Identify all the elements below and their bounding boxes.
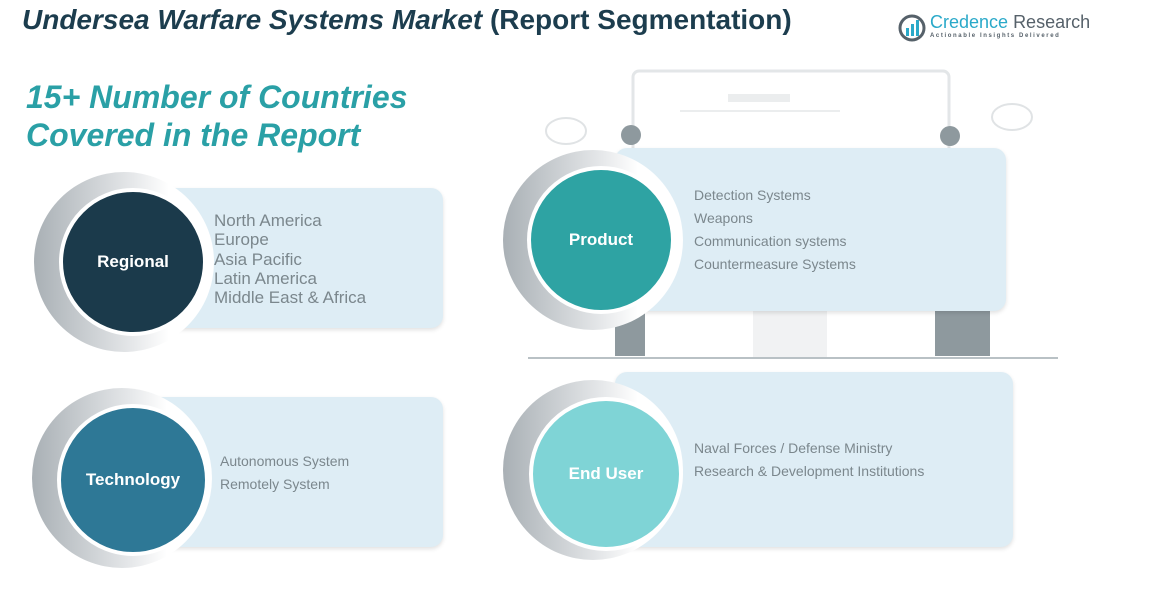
title-main: Undersea Warfare Systems Market bbox=[22, 4, 483, 35]
page-title: Undersea Warfare Systems Market (Report … bbox=[22, 4, 792, 36]
end-user-circle: End User bbox=[529, 397, 683, 551]
list-item: Latin America bbox=[214, 268, 317, 288]
list-item: Middle East & Africa bbox=[214, 288, 367, 308]
list-item: Europe bbox=[214, 230, 269, 250]
list-item: Naval Forces / Defense Ministry bbox=[694, 440, 893, 456]
regional-circle: Regional bbox=[59, 188, 207, 336]
end-user-label: End User bbox=[568, 464, 644, 483]
logo-name-b: Research bbox=[1013, 12, 1091, 32]
title-suffix: (Report Segmentation) bbox=[489, 4, 792, 35]
technology-items: Autonomous System Remotely System bbox=[220, 450, 349, 496]
list-item: Countermeasure Systems bbox=[694, 256, 856, 272]
technology-circle: Technology bbox=[57, 404, 209, 556]
logo-name: Credence Research bbox=[930, 12, 1090, 33]
list-item: North America bbox=[214, 211, 322, 230]
list-item: Remotely System bbox=[220, 476, 330, 492]
end-user-items: Naval Forces / Defense Ministry Research… bbox=[694, 437, 924, 483]
list-item: Weapons bbox=[694, 210, 753, 226]
list-item: Autonomous System bbox=[220, 453, 350, 469]
regional-label: Regional bbox=[97, 252, 169, 271]
subtitle-line-2: Covered in the Report bbox=[26, 117, 361, 153]
list-item: Detection Systems bbox=[694, 187, 811, 203]
credence-logo-icon bbox=[898, 14, 926, 42]
list-item: Research & Development Institutions bbox=[694, 463, 925, 479]
subtitle-line-1: 15+ Number of Countries bbox=[26, 79, 408, 115]
technology-label: Technology bbox=[85, 470, 181, 489]
product-label: Product bbox=[568, 230, 634, 249]
list-item: Communication systems bbox=[694, 233, 847, 249]
product-circle: Product bbox=[527, 166, 675, 314]
product-items: Detection Systems Weapons Communication … bbox=[694, 184, 856, 276]
logo-tagline: Actionable Insights Delivered bbox=[930, 33, 1061, 39]
logo-name-a: Credence bbox=[930, 12, 1009, 32]
list-item: Asia Pacific bbox=[214, 249, 302, 269]
regional-items: North America Europe Asia Pacific Latin … bbox=[214, 211, 366, 307]
